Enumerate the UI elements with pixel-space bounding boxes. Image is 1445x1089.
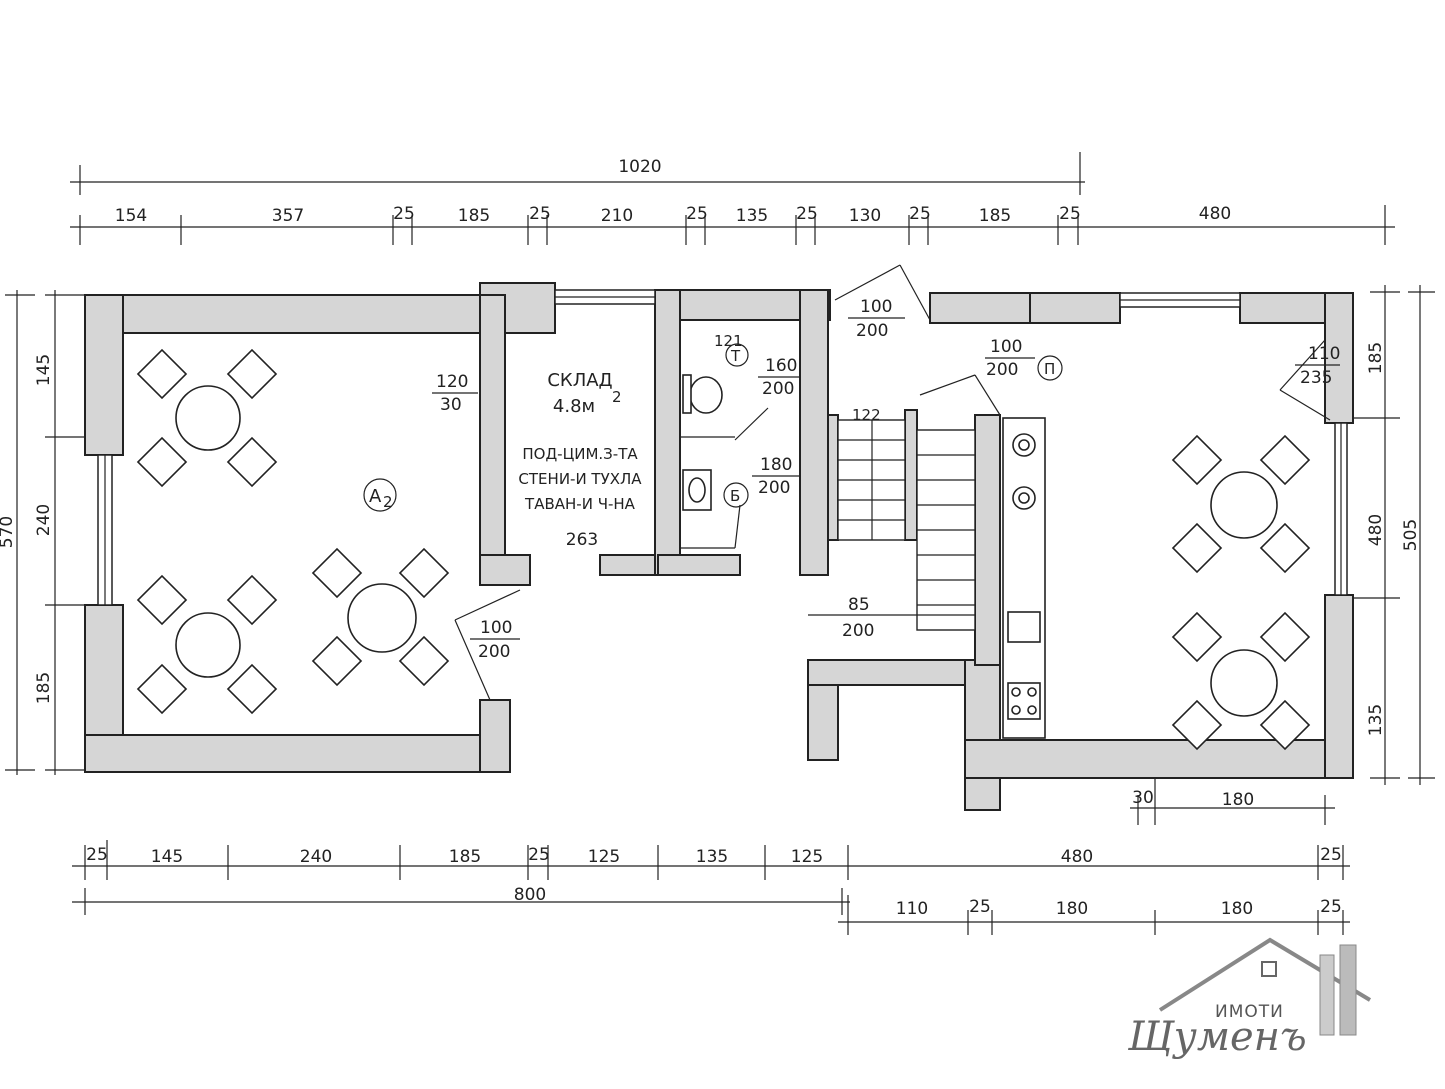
storage-width: 263 [566,530,598,550]
entry-door-top: 100 [480,618,512,638]
bottom-dimensions: 25 145 240 185 25 125 135 125 480 25 800… [72,775,1350,935]
dim-top-7: 25 [686,204,708,224]
table-3 [311,547,450,687]
dim-left-3: 185 [34,672,54,704]
door-85-top: 85 [848,595,870,615]
room-p-label: П [1044,360,1055,378]
door-160-bottom: 200 [762,379,794,399]
wc-mark: 121 [714,332,743,350]
left-dimensions: 570 145 240 185 [0,290,95,775]
dim-top-11: 25 [909,204,931,224]
dim-bottom2-5: 25 [1320,897,1342,917]
dim-top-1: 154 [115,206,147,226]
dim-top-12: 185 [979,206,1011,226]
tables-left [136,348,450,715]
dim-top-6: 210 [601,206,633,226]
logo: ИМОТИ Щуменъ [1127,937,1372,1060]
dim-right-1: 185 [1366,342,1386,374]
room-t-label: Т [730,347,741,365]
table-5 [1171,611,1311,751]
walls [84,282,1354,811]
dim-bottom-2: 145 [151,847,183,867]
dim-bottom2-1: 110 [896,899,928,919]
dim-bottom2-3: 180 [1056,899,1088,919]
door-right-bottom: 200 [986,360,1018,380]
window-120-top: 120 [436,372,468,392]
dim-right-total: 505 [1401,519,1421,551]
storage-note-2: СТЕНИ-И ТУХЛА [518,470,642,488]
dim-right-3: 135 [1366,704,1386,736]
dim-bottom-small-1: 30 [1132,788,1154,808]
dim-bottom2-2: 25 [969,897,991,917]
dim-bottom-8: 125 [791,847,823,867]
storage-area-sup: 2 [612,388,622,406]
dim-bottom-10: 25 [1320,845,1342,865]
dim-top-5: 25 [529,204,551,224]
door-top-top: 100 [860,297,892,317]
top-ticks [79,205,1386,245]
dim-bottom-4: 185 [449,847,481,867]
room-labels: А 2 СКЛАД 4.8м 2 ПОД-ЦИМ.З-ТА СТЕНИ-И ТУ… [363,332,1063,550]
door-180-bottom: 200 [758,478,790,498]
stair-mark: 122 [852,406,881,424]
wc-fixtures [680,374,735,549]
dim-top-8: 135 [736,206,768,226]
dim-bottom-3: 240 [300,847,332,867]
dim-top-10: 130 [849,206,881,226]
room-b-label: Б [730,487,740,505]
top-dimensions: 1020 154 357 25 185 25 210 25 135 25 13 [70,152,1395,245]
opening-labels: 120 30 100 200 160 200 180 200 100 200 1… [432,297,1340,662]
table-4 [1171,434,1311,574]
storage-note-1: ПОД-ЦИМ.З-ТА [522,445,638,463]
door-top-bottom: 200 [856,321,888,341]
dim-bottom2-4: 180 [1221,899,1253,919]
door-85-bottom: 200 [842,621,874,641]
dim-right-2: 480 [1366,514,1386,546]
dim-top-2: 357 [272,206,304,226]
door-110-bottom: 235 [1300,368,1332,388]
dim-left-2: 240 [34,504,54,536]
tables-right [1171,434,1311,751]
dim-bottom-6: 125 [588,847,620,867]
stairs: 122 [837,406,976,631]
dim-top-13: 25 [1059,204,1081,224]
dim-bottom-5: 25 [528,845,550,865]
dim-left-total: 570 [0,516,17,548]
dim-top-total: 1020 [618,157,661,177]
room-a2-label: А [369,486,382,507]
door-110-top: 110 [1308,344,1340,364]
dim-top-3: 25 [393,204,415,224]
table-2 [136,574,278,715]
right-dimensions: 185 480 135 505 [1340,285,1435,785]
logo-top-text: ИМОТИ [1215,1002,1284,1022]
door-right-top: 100 [990,337,1022,357]
dim-top-14: 480 [1199,204,1231,224]
dim-bottom-9: 480 [1061,847,1093,867]
entry-door-bottom: 200 [478,642,510,662]
dim-top-4: 185 [458,206,490,226]
storage-area: 4.8м [553,396,595,417]
door-160-top: 160 [765,356,797,376]
table-1 [136,348,278,488]
dim-bottom-1: 25 [86,845,108,865]
dim-top-9: 25 [796,204,818,224]
doors [454,264,1331,701]
logo-main-text: Щуменъ [1127,1014,1307,1060]
storage-note-3: ТАВАН-И Ч-НА [524,495,636,513]
dim-bottom-7: 135 [696,847,728,867]
kitchen-counter [1002,417,1046,739]
door-180-top: 180 [760,455,792,475]
dim-bottom-small-2: 180 [1222,790,1254,810]
window-120-bottom: 30 [440,395,462,415]
dim-bottom-total: 800 [514,885,546,905]
dim-left-1: 145 [34,354,54,386]
room-a2-sub: 2 [383,493,393,511]
storage-title: СКЛАД [547,370,612,391]
